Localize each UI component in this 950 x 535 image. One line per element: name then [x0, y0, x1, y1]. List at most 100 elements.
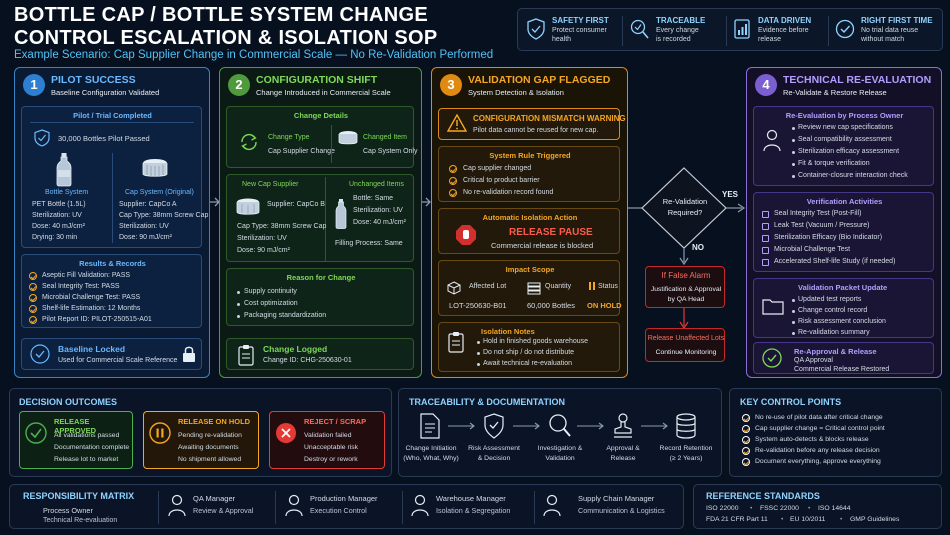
- reason-item: Packaging standardization: [244, 312, 327, 319]
- reason-item: Supply continuity: [244, 288, 297, 295]
- bullet: [792, 139, 795, 142]
- column-title: PILOT SUCCESS: [51, 74, 136, 86]
- role-desc: Isolation & Segregation: [436, 506, 511, 515]
- release-pause-title: RELEASE PAUSE: [509, 227, 593, 238]
- feature-title: SAFETY FIRST: [552, 16, 609, 25]
- box-title: Impact Scope: [505, 265, 555, 274]
- bullet: [477, 341, 480, 344]
- locked-sub: Used for Commercial Scale Reference: [58, 357, 178, 364]
- step-number: 4: [755, 74, 777, 96]
- change-type-label: Change Type: [268, 134, 310, 141]
- arrow-right-icon: [421, 197, 431, 207]
- separator: •: [840, 516, 843, 523]
- feature-desc: is recorded: [656, 36, 691, 43]
- release-sub: Continue Monitoring: [655, 349, 717, 356]
- bullet: [792, 321, 795, 324]
- standard-item: EU 10/2011: [790, 516, 826, 523]
- standard-item: FDA 21 CFR Part 11: [706, 516, 768, 523]
- supplier-spec: Cap Type: 38mm Screw Cap: [237, 223, 327, 230]
- check-circle-icon: [835, 19, 855, 39]
- feature-desc: Protect consumer: [552, 27, 607, 34]
- bullet: [237, 291, 240, 294]
- packet-item: Re-validation summary: [798, 329, 870, 336]
- column-subtitle: Baseline Configuration Validated: [51, 88, 160, 97]
- kcp-item: No re-use of pilot data after critical c…: [755, 414, 883, 421]
- column-title: TECHNICAL RE-EVALUATION: [783, 74, 932, 86]
- box-title: Validation Packet Update: [798, 283, 888, 292]
- role-title: QA Manager: [193, 494, 236, 503]
- check-icon: [742, 425, 750, 433]
- divider: [112, 153, 113, 243]
- feature-right-first-time: RIGHT FIRST TIME No trial data reuse wit…: [831, 14, 941, 48]
- outcome-card-approved: RELEASE APPROVED All validations passed …: [19, 411, 133, 469]
- box-title: Pilot / Trial Completed: [73, 111, 152, 120]
- bullet: [792, 175, 795, 178]
- check-icon: [29, 272, 37, 280]
- qty-value: 60,000 Bottles: [527, 301, 575, 310]
- note-item: Await technical re-evaluation: [483, 360, 572, 367]
- re-approval-box: Re-Approval & Release QA Approval Commer…: [753, 342, 934, 374]
- bottle-spec: Drying: 30 min: [32, 234, 78, 241]
- validation-packet-box: Validation Packet Update Updated test re…: [753, 278, 934, 338]
- checkbox-icon: [762, 223, 769, 230]
- trace-step-label: & Decision: [477, 455, 511, 462]
- box-title: Unchanged Items: [349, 181, 404, 188]
- role-title: Warehouse Manager: [436, 494, 506, 503]
- page-subtitle: Example Scenario: Cap Supplier Change in…: [14, 49, 494, 61]
- magnifier-icon: [549, 414, 571, 437]
- checkbox-icon: [762, 247, 769, 254]
- pause-circle-icon: [149, 422, 171, 444]
- feature-desc: Every change: [656, 27, 699, 34]
- alarm-text: Justification & Approval: [650, 286, 722, 293]
- box-title: Isolation Notes: [481, 327, 535, 336]
- reason-item: Cost optimization: [244, 300, 298, 307]
- check-icon: [29, 283, 37, 291]
- cap-system-label: Cap System (Original): [125, 189, 194, 196]
- feature-safety-first: SAFETY FIRST Protect consumer health: [522, 14, 622, 48]
- box-title: Re-Evaluation by Process Owner: [785, 111, 904, 120]
- bullet: [792, 310, 795, 313]
- stop-hand-icon: [456, 225, 476, 245]
- feature-title: TRACEABLE: [656, 16, 706, 25]
- box-title: If False Alarm: [661, 271, 711, 280]
- folder-icon: [762, 299, 784, 315]
- reason-box: Reason for Change Supply continuity Cost…: [226, 268, 414, 326]
- kcp-item: Document everything, approve everything: [755, 458, 881, 465]
- bullet: [477, 363, 480, 366]
- swap-cycle-icon: [241, 133, 257, 151]
- approval-text: QA Approval: [794, 357, 833, 364]
- status-label: Status: [598, 283, 618, 290]
- change-id: Change ID: CHG-250630-01: [263, 357, 352, 364]
- bullet: [237, 303, 240, 306]
- column-validation-gap: 3 VALIDATION GAP FLAGGED System Detectio…: [431, 67, 628, 378]
- box-title: Change Logged: [263, 344, 328, 354]
- verif-item: Seal Integrity Test (Post-Fill): [774, 210, 862, 217]
- trace-step-label: Change Initiation: [405, 445, 457, 452]
- role-desc: Technical Re-evaluation: [43, 517, 118, 524]
- decision-question: Required?: [667, 208, 703, 217]
- result-item: Pilot Report ID: PILOT-250515-A01: [42, 316, 152, 323]
- decision-question: Re-Validation: [662, 197, 708, 206]
- outcome-title: RELEASE APPROVED: [54, 417, 97, 435]
- feature-desc: Evidence before: [758, 27, 809, 34]
- qa-item: Fit & torque verification: [798, 160, 870, 167]
- rule-item: Cap supplier changed: [463, 165, 532, 172]
- bottle-spec: Sterilization: UV: [32, 212, 82, 219]
- divider: [622, 16, 623, 46]
- step-number: 1: [23, 74, 45, 96]
- step-number: 2: [228, 74, 250, 96]
- step-number: 3: [440, 74, 462, 96]
- rule-item: Critical to product barrier: [463, 177, 540, 184]
- arrow-right-icon: [577, 422, 604, 430]
- outcome-card-hold: RELEASE ON HOLD Pending re-validation Aw…: [143, 411, 259, 469]
- cap-icon: [236, 198, 260, 215]
- impact-scope-box: Impact Scope Affected Lot LOT-250630-B01…: [438, 260, 622, 316]
- standard-item: GMP Guidelines: [850, 516, 900, 523]
- document-icon: [420, 413, 440, 439]
- status-value: ON HOLD: [587, 301, 622, 310]
- box-title: Verification Activities: [806, 197, 883, 206]
- verif-item: Accelerated Shelf-life Study (if needed): [774, 258, 896, 265]
- baseline-locked-box: Baseline Locked Used for Commercial Scal…: [21, 338, 202, 370]
- outcome-item: Pending re-validation: [178, 432, 242, 439]
- check-circle-icon: [762, 348, 782, 368]
